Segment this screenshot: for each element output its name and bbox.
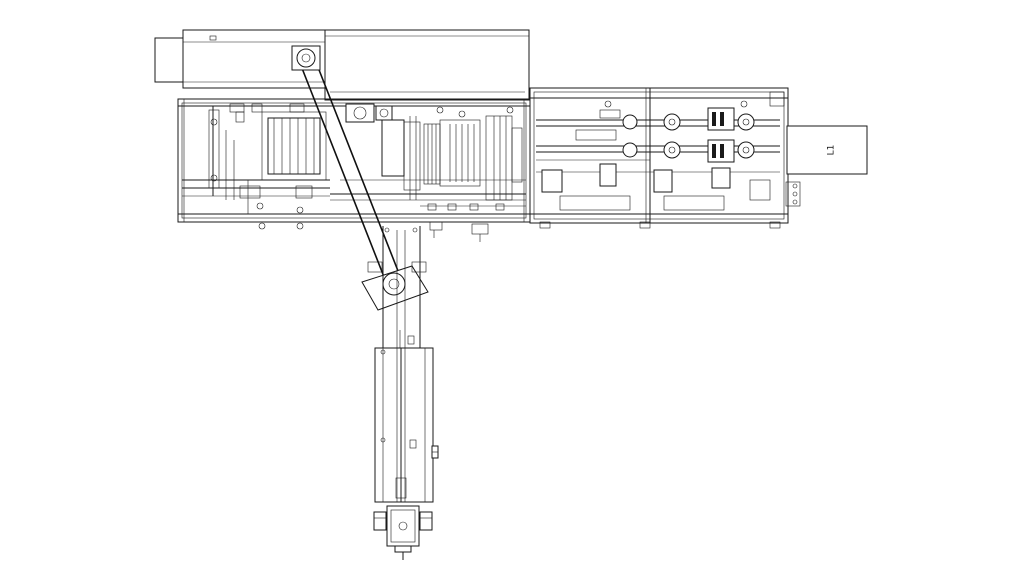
- forming-module: [330, 103, 526, 211]
- outfeed-box: L1: [786, 125, 868, 175]
- transfer-arm: [291, 45, 429, 311]
- upper-housing: [324, 29, 530, 101]
- outfeed-label: L1: [827, 145, 837, 156]
- drive-module: [536, 100, 801, 211]
- vertical-conveyor: [374, 226, 439, 503]
- frame-feet: [258, 221, 781, 242]
- infeed-module: [182, 103, 330, 214]
- discharge-unit: [373, 505, 433, 560]
